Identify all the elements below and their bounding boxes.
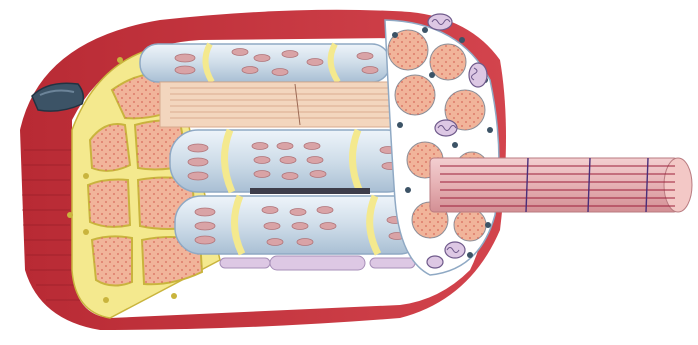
extended-myofibril [430,158,692,212]
myofibril-bundle-middle [170,130,415,194]
myofibril-bundle-upper [140,44,405,127]
